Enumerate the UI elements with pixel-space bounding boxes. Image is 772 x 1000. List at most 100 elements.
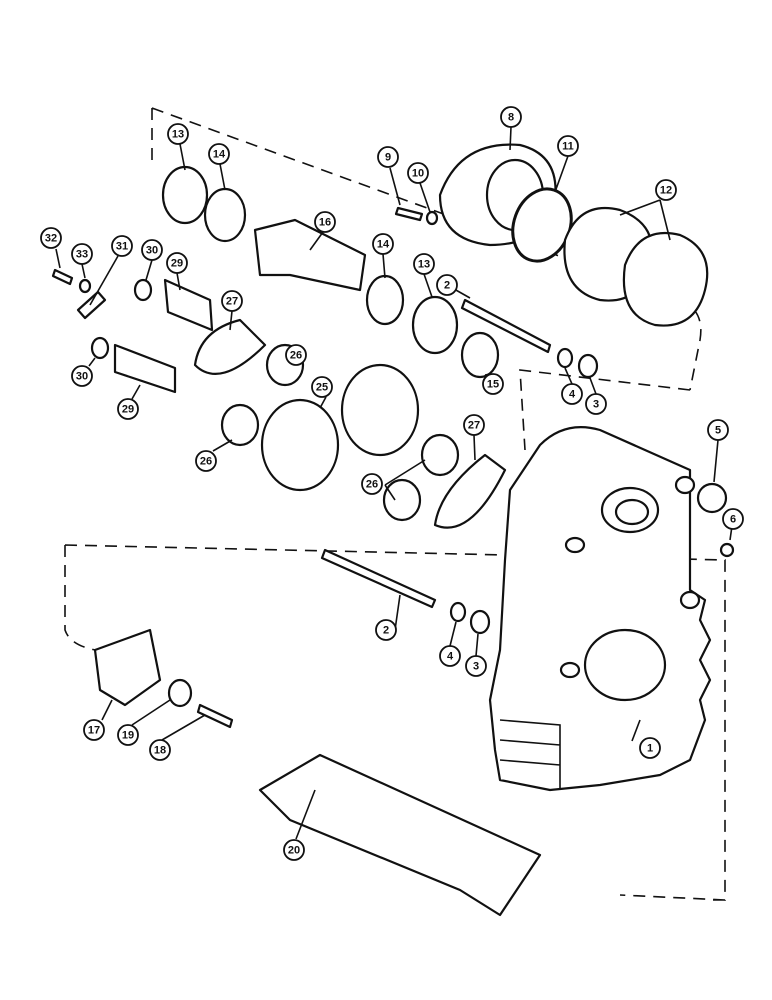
callout-2: 2	[436, 274, 458, 296]
callout-circle	[436, 274, 458, 296]
callout-circle	[585, 393, 607, 415]
callout-16: 16	[314, 211, 336, 233]
drive-yoke	[93, 628, 162, 707]
callout-2: 2	[375, 619, 397, 641]
callout-4: 4	[439, 645, 461, 667]
cone-bearing-upper	[203, 187, 247, 243]
bearing-cup-lower	[411, 295, 459, 355]
callout-number: 19	[122, 730, 134, 742]
bearing-cup-upper	[161, 165, 209, 225]
callout-9: 9	[377, 146, 399, 168]
callout-circle	[722, 508, 744, 530]
callout-circle	[463, 414, 485, 436]
callout-6: 6	[722, 508, 744, 530]
callout-number: 30	[76, 371, 88, 383]
callout-14: 14	[208, 143, 230, 165]
drive-shaft	[258, 753, 542, 917]
callout-3: 3	[465, 655, 487, 677]
callout-circle	[561, 383, 583, 405]
callout-circle	[195, 450, 217, 472]
callout-number: 31	[116, 241, 128, 253]
callout-15: 15	[482, 373, 504, 395]
thrust-plate-upper	[193, 318, 267, 375]
callout-circle	[166, 252, 188, 274]
callout-number: 29	[171, 258, 183, 270]
callout-number: 16	[319, 217, 331, 229]
callout-number: 3	[593, 399, 599, 411]
callout-circle	[141, 239, 163, 261]
callout-4: 4	[561, 383, 583, 405]
callout-number: 14	[377, 239, 390, 251]
callout-29: 29	[117, 398, 139, 420]
bolt-lower	[320, 548, 437, 609]
lock-washer-lower	[449, 601, 467, 623]
callout-17: 17	[83, 719, 105, 741]
callout-number: 4	[447, 651, 454, 663]
callout-circle	[375, 619, 397, 641]
callout-19: 19	[117, 724, 139, 746]
callout-33: 33	[71, 243, 93, 265]
callout-number: 8	[508, 112, 514, 124]
callout-number: 15	[487, 379, 499, 391]
input-shaft-gear	[253, 218, 367, 292]
callout-circle	[83, 719, 105, 741]
callout-26: 26	[195, 450, 217, 472]
callout-number: 14	[213, 149, 226, 161]
callout-circle	[407, 162, 429, 184]
needle-bearing-3	[420, 433, 460, 477]
callout-number: 32	[45, 233, 57, 245]
callout-number: 27	[468, 420, 480, 432]
callout-circle	[283, 839, 305, 861]
yoke-bolt	[196, 703, 234, 729]
lock-screw	[51, 268, 74, 286]
cap-screw	[394, 206, 424, 222]
callout-circle	[167, 123, 189, 145]
callout-30: 30	[141, 239, 163, 261]
callout-20: 20	[283, 839, 305, 861]
callout-circle	[500, 106, 522, 128]
callout-number: 4	[569, 389, 576, 401]
cone-bearing-lower	[365, 274, 405, 326]
callout-14: 14	[372, 233, 394, 255]
callout-number: 5	[715, 425, 721, 437]
lock-washer-upper	[556, 347, 574, 369]
callout-12: 12	[655, 179, 677, 201]
lock-washer-small	[78, 278, 92, 294]
callout-18: 18	[149, 739, 171, 761]
callout-number: 17	[88, 725, 100, 737]
callout-circle	[439, 645, 461, 667]
callout-29: 29	[166, 252, 188, 274]
gear-rear	[340, 363, 420, 457]
callout-number: 6	[730, 514, 736, 526]
callout-number: 13	[172, 129, 184, 141]
callout-32: 32	[40, 227, 62, 249]
callout-circle	[208, 143, 230, 165]
callout-circle	[377, 146, 399, 168]
callout-number: 13	[418, 259, 430, 271]
flat-washer-lower	[469, 609, 491, 635]
callout-circle	[639, 737, 661, 759]
callout-number: 26	[290, 350, 302, 362]
callout-circle	[71, 243, 93, 265]
callout-number: 9	[385, 152, 391, 164]
callout-13: 13	[413, 253, 435, 275]
callout-number: 30	[146, 245, 158, 257]
callout-circle	[40, 227, 62, 249]
callout-circle	[285, 344, 307, 366]
callout-number: 25	[316, 382, 328, 394]
callout-1: 1	[639, 737, 661, 759]
callout-circle	[557, 135, 579, 157]
callout-27: 27	[463, 414, 485, 436]
callout-circle	[221, 290, 243, 312]
idler-pin-lower	[113, 343, 177, 394]
callout-circle	[149, 739, 171, 761]
callout-number: 2	[444, 280, 450, 292]
flat-washer-upper	[577, 353, 599, 379]
needle-bearing-4	[382, 478, 422, 522]
callout-circle	[361, 473, 383, 495]
callout-circle	[372, 233, 394, 255]
callout-11: 11	[557, 135, 579, 157]
callout-26: 26	[361, 473, 383, 495]
